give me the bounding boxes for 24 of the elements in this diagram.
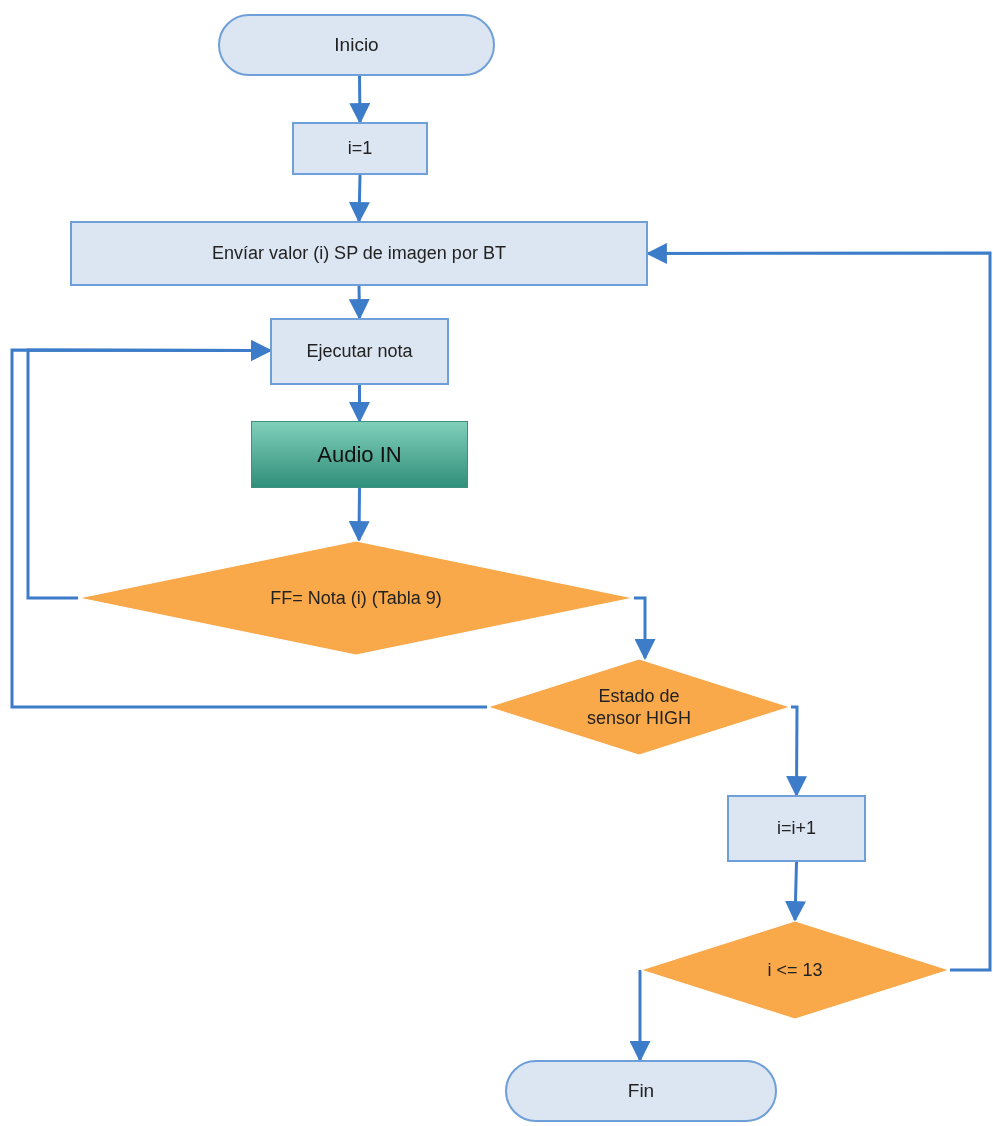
arrow [10,339,487,709]
node-text: Envíar valor (i) SP de imagen por BT [212,242,506,265]
process-box [270,318,449,385]
process-box [251,421,468,488]
node-text: i=i+1 [776,817,816,840]
arrow [629,968,651,1063]
node-text: Ejecutar nota [306,340,413,363]
arrow [634,596,656,661]
node-text: FF= Nota (i) (Tabla 9) [270,587,442,608]
arrow [348,174,370,224]
process-box [292,122,428,175]
node-text: Estado de sensor HIGH [586,685,691,728]
node-text: i=1 [347,137,373,160]
arrow [348,285,370,321]
process-box [727,795,866,862]
node-text: Audio IN [317,441,402,469]
arrow [785,861,806,923]
arrow [348,488,370,543]
process-box [70,221,648,286]
arrow [786,705,808,798]
node-text: Fin [627,1078,655,1103]
node-text: i <= 13 [767,959,823,980]
arrow [349,76,371,125]
node-text: Inicio [334,32,379,57]
